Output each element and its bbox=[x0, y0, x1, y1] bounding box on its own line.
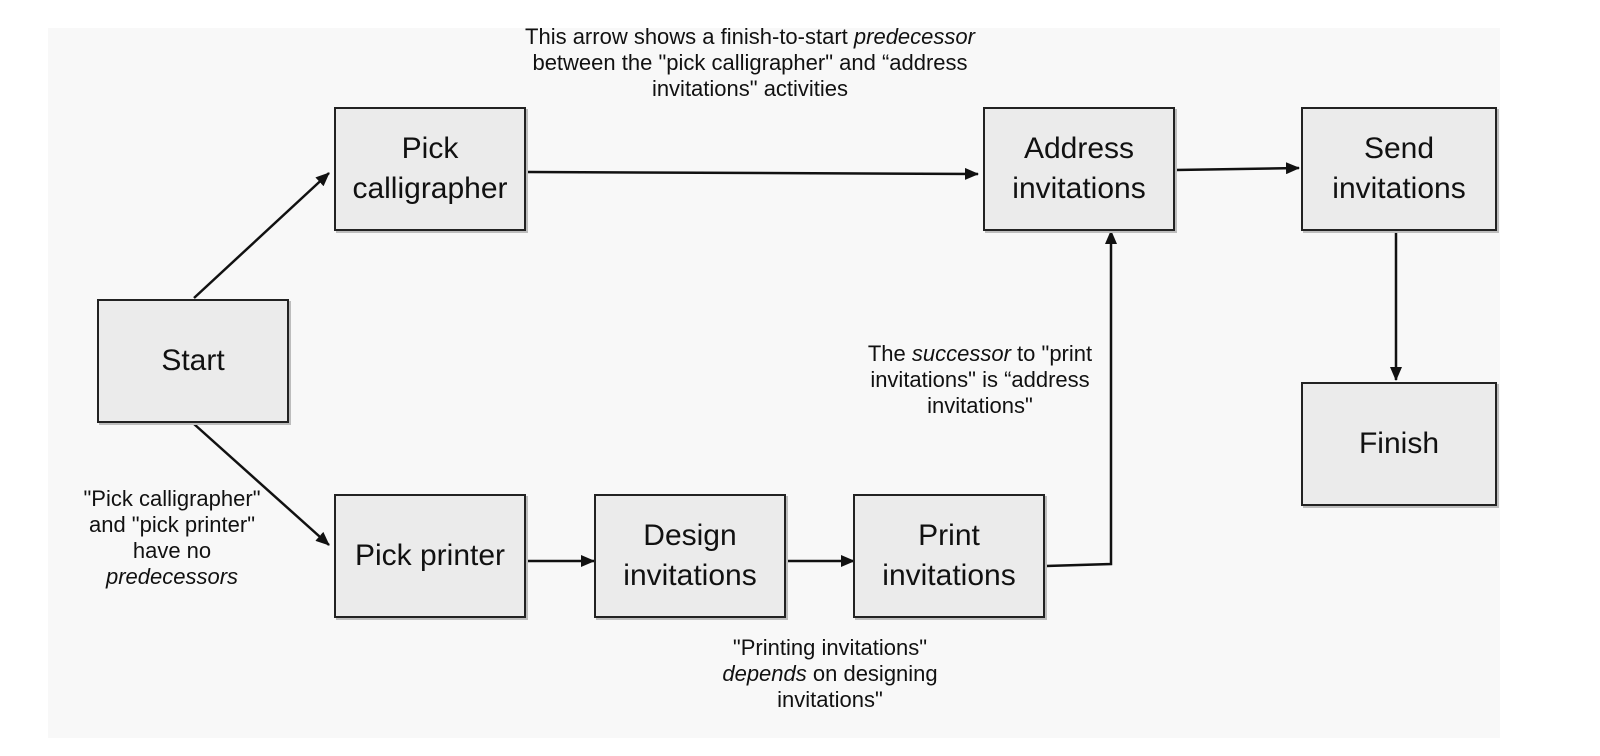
edge-address-invitations-to-send-invitations bbox=[1174, 162, 1300, 175]
annotation-text: invitations" bbox=[777, 687, 883, 712]
annotation-emphasis: depends bbox=[722, 661, 807, 686]
annotation-text: This arrow shows a finish-to-start bbox=[525, 24, 854, 49]
node-start: Start bbox=[97, 299, 289, 423]
annotation-successor: The successor to "print invitations" is … bbox=[850, 341, 1110, 419]
edge-print-invitations-to-address-invitations bbox=[1045, 230, 1117, 568]
annotation-text: invitations" activities bbox=[651, 76, 849, 101]
annotation-text: between the "pick calligrapher" and “add… bbox=[532, 50, 968, 75]
edge-pick-calligrapher-to-address-invitations bbox=[527, 167, 979, 180]
node-address-invitations: Address invitations bbox=[983, 107, 1175, 231]
annotation-text: invitations" bbox=[927, 393, 1033, 418]
node-finish: Finish bbox=[1301, 382, 1497, 506]
node-pick-printer: Pick printer bbox=[334, 494, 526, 618]
annotation-text: "Pick calligrapher" bbox=[83, 486, 261, 511]
annotation-text: "Printing invitations" bbox=[732, 635, 928, 660]
edge-start-to-pick-calligrapher bbox=[193, 172, 330, 299]
node-send-invitations: Send invitations bbox=[1301, 107, 1497, 231]
annotation-text: The bbox=[867, 341, 912, 366]
diagram-background bbox=[48, 28, 1500, 738]
annotation-depends: "Printing invitations" depends on design… bbox=[690, 635, 970, 713]
annotation-text: have no bbox=[132, 538, 212, 563]
annotation-emphasis: successor bbox=[911, 341, 1011, 366]
annotation-predecessor-arrow: This arrow shows a finish-to-start prede… bbox=[480, 24, 1020, 102]
edge-start-to-pick-printer bbox=[193, 423, 330, 546]
annotation-emphasis: predecessor bbox=[853, 24, 975, 49]
node-print-invitations: Print invitations bbox=[853, 494, 1045, 618]
node-design-invitations: Design invitations bbox=[594, 494, 786, 618]
annotation-no-predecessors: "Pick calligrapher" and "pick printer" h… bbox=[52, 486, 292, 590]
annotation-text: invitations" is “address bbox=[870, 367, 1090, 392]
annotation-emphasis: predecessors bbox=[105, 564, 239, 589]
annotation-text: and "pick printer" bbox=[88, 512, 256, 537]
node-pick-calligrapher: Pick calligrapher bbox=[334, 107, 526, 231]
annotation-text: on designing bbox=[806, 661, 938, 686]
annotation-text: to "print bbox=[1010, 341, 1093, 366]
